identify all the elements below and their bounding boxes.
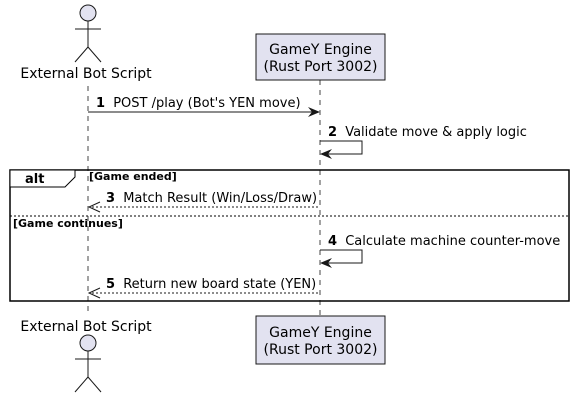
- message-1: 1 POST /play (Bot's YEN move): [88, 96, 320, 117]
- message-number: 1: [96, 96, 105, 111]
- alt-guard-2: [Game continues]: [13, 217, 123, 230]
- message-text: Return new board state (YEN): [123, 277, 316, 292]
- arrowhead-icon: [87, 201, 101, 213]
- svg-text:1 POST /play (Bot's YEN: 1 POST /play (Bot's YEN move): [96, 96, 301, 111]
- actor-head-icon: [79, 334, 97, 352]
- actor-label: External Bot Script: [20, 66, 152, 82]
- participant-label-line1: GameY Engine: [269, 42, 372, 58]
- alt-guard-1: [Game ended]: [89, 170, 177, 183]
- participant-label-line2: (Rust Port 3002): [264, 59, 378, 75]
- alt-frame: alt [Game ended] [Game continues]: [9, 169, 570, 302]
- message-number: 4: [328, 234, 337, 249]
- svg-text:4 Calculate machine coun: 4 Calculate machine counter-move: [328, 234, 560, 249]
- arrowhead-icon: [320, 149, 332, 159]
- participant-engine-bottom: GameY Engine (Rust Port 3002): [255, 315, 386, 365]
- participant-engine-top: GameY Engine (Rust Port 3002): [255, 33, 386, 81]
- participant-box: [255, 33, 386, 81]
- actor-bot-bottom: External Bot Script: [20, 319, 152, 393]
- message-number: 3: [106, 191, 115, 206]
- actor-head-icon: [79, 4, 97, 22]
- message-number: 5: [106, 277, 115, 292]
- message-3: 3 Match Result (Win/Loss/Draw): [87, 191, 320, 213]
- alt-frame-border: [9, 169, 570, 302]
- message-5: 5 Return new board state (YEN): [87, 277, 320, 299]
- alt-tab: [9, 169, 76, 188]
- svg-text:3 Match Result (Win/Loss: 3 Match Result (Win/Loss/Draw): [106, 191, 317, 206]
- message-text: Match Result (Win/Loss/Draw): [123, 191, 317, 206]
- message-2: 2 Validate move & apply logic: [320, 125, 527, 159]
- arrowhead-icon: [320, 258, 332, 268]
- message-text: POST /play (Bot's YEN move): [113, 96, 300, 111]
- participant-label-line2: (Rust Port 3002): [264, 342, 378, 358]
- svg-text:2 Validate move & apply: 2 Validate move & apply logic: [328, 125, 527, 140]
- participant-label-line1: GameY Engine: [269, 325, 372, 341]
- arrowhead-icon: [87, 287, 101, 299]
- message-4: 4 Calculate machine counter-move: [320, 234, 560, 268]
- participant-box: [255, 315, 386, 365]
- message-text: Calculate machine counter-move: [345, 234, 560, 249]
- actor-label: External Bot Script: [20, 319, 152, 335]
- svg-text:5 Return new board state: 5 Return new board state (YEN): [106, 277, 316, 292]
- actor-bot-top: External Bot Script: [20, 4, 152, 82]
- message-text: Validate move & apply logic: [345, 125, 527, 140]
- alt-keyword: alt: [25, 172, 44, 187]
- arrowhead-icon: [308, 107, 320, 117]
- message-number: 2: [328, 125, 337, 140]
